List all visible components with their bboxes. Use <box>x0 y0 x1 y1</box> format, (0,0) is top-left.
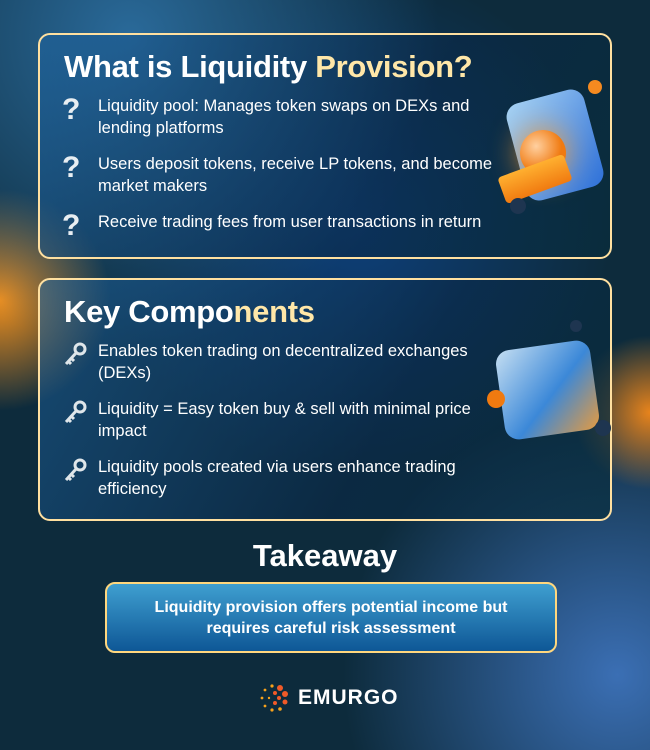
takeaway-title: Takeaway <box>252 538 398 573</box>
section-title: What is Liquidity Provision? <box>64 49 473 85</box>
list-item: Liquidity pools created via users enhanc… <box>62 456 502 500</box>
item-text: Liquidity pools created via users enhanc… <box>98 458 456 498</box>
liquidity-pool-illustration <box>495 80 607 230</box>
emurgo-wordmark: EMURGO <box>298 686 399 709</box>
takeaway-text: Liquidity provision offers potential inc… <box>154 598 508 637</box>
question-mark-icon: ? <box>62 151 81 184</box>
glass-cube-illustration <box>485 320 611 450</box>
title-highlight: Provision? <box>315 49 473 84</box>
item-text: Users deposit tokens, receive LP tokens,… <box>98 155 493 195</box>
item-text: Enables token trading on decentralized e… <box>98 342 468 382</box>
item-text: Liquidity pool: Manages token swaps on D… <box>98 97 470 137</box>
emurgo-logo-icon <box>260 684 288 712</box>
list-item: Liquidity = Easy token buy & sell with m… <box>62 398 502 442</box>
list-item: ? Users deposit tokens, receive LP tokens… <box>62 153 502 197</box>
question-mark-icon: ? <box>62 93 81 126</box>
list-item: Enables token trading on decentralized e… <box>62 340 502 384</box>
emurgo-logo: EMURGO <box>258 682 399 714</box>
takeaway-box: Liquidity provision offers potential inc… <box>105 582 557 653</box>
key-icon <box>62 340 98 370</box>
item-text: Receive trading fees from user transacti… <box>98 213 482 231</box>
section-title: Key Components <box>64 294 315 330</box>
list-item: ? Receive trading fees from user transact… <box>62 211 502 241</box>
title-highlight: nents <box>233 294 315 329</box>
key-components-card: Key Components Enables token trading on … <box>38 278 612 521</box>
question-mark-icon: ? <box>62 209 81 242</box>
title-main: Key Compo <box>64 294 234 329</box>
title-main: What is Liquidity <box>64 49 316 84</box>
list-item: ? Liquidity pool: Manages token swaps on … <box>62 95 502 139</box>
item-text: Liquidity = Easy token buy & sell with m… <box>98 400 471 440</box>
key-icon <box>62 398 98 428</box>
what-is-liquidity-card: What is Liquidity Provision? ? Liquidity … <box>38 33 612 259</box>
key-icon <box>62 456 98 486</box>
